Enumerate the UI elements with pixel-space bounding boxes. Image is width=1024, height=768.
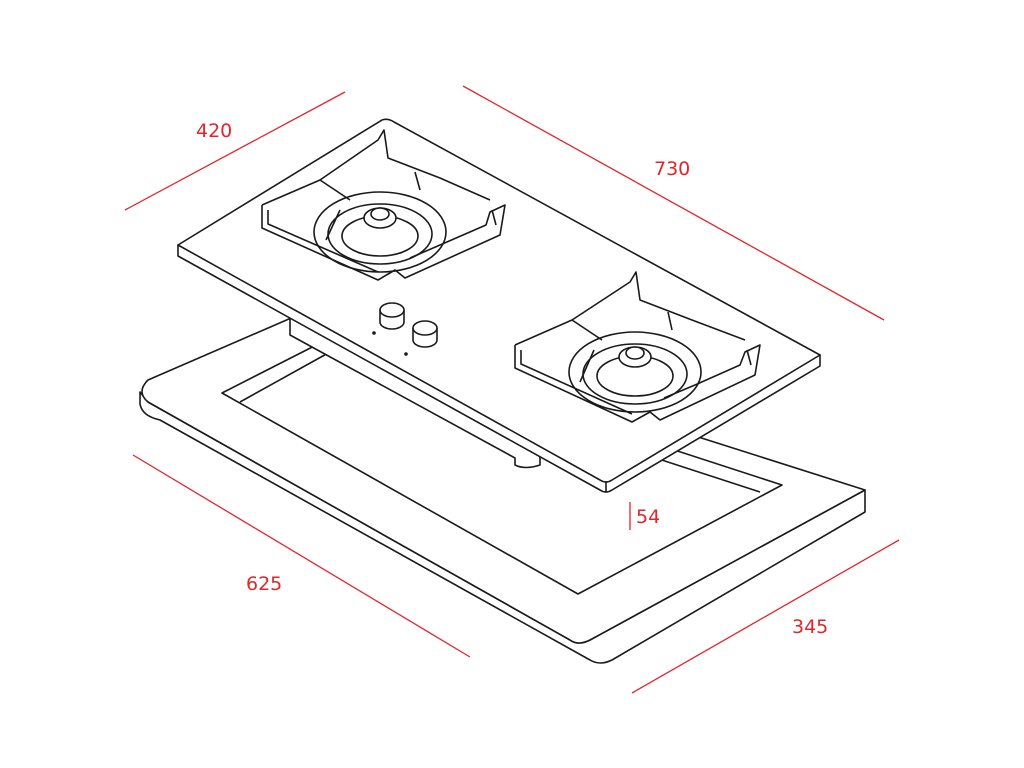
dimension-line-420: [124, 91, 346, 211]
cutout-opening: [221, 337, 783, 595]
dimension-label-cutout-depth: 345: [792, 616, 829, 638]
dimension-line-625: [132, 454, 471, 658]
dimension-label-width: 730: [654, 158, 691, 180]
knob-left[interactable]: [372, 302, 405, 335]
dimension-label-height: 54: [636, 506, 661, 528]
dimension-label-cutout-width: 625: [246, 573, 283, 595]
burner-left: [261, 129, 506, 281]
dimension-label-depth: 420: [196, 120, 233, 142]
dimension-line-730: [462, 85, 885, 321]
knob-right[interactable]: [404, 320, 438, 356]
countertop: [139, 311, 866, 664]
dimension-line-345: [631, 539, 900, 694]
burner-right: [514, 271, 761, 423]
control-knobs: [372, 302, 438, 356]
